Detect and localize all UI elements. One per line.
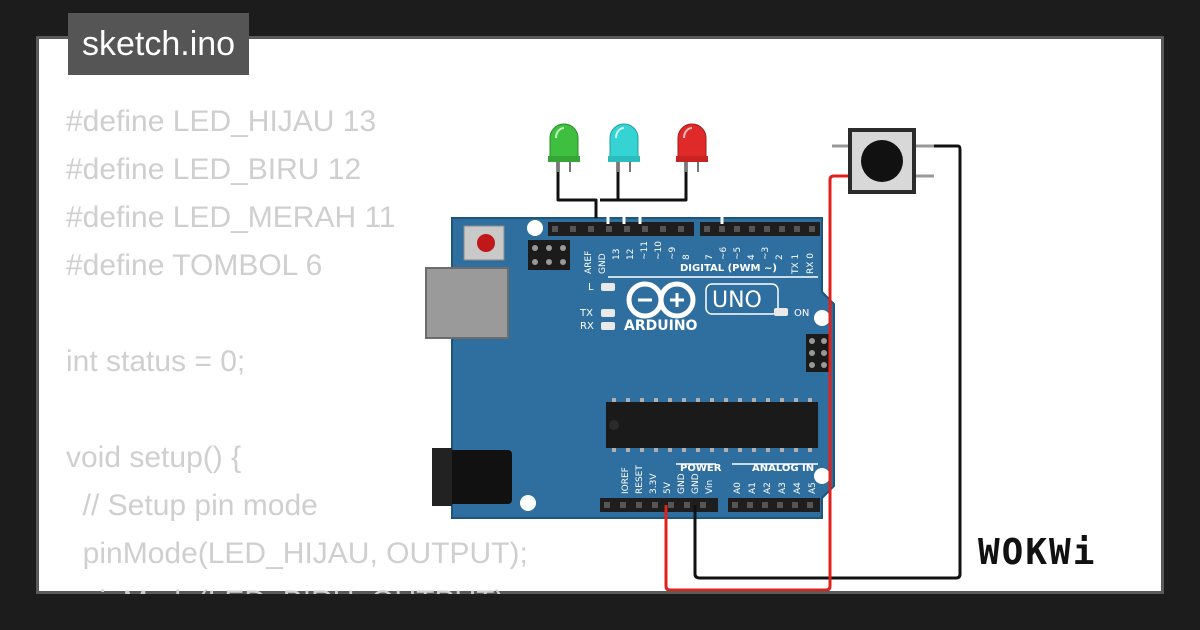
pin-label: IOREF: [621, 467, 631, 494]
led-red[interactable]: [676, 123, 708, 172]
code-editor[interactable]: #define LED_HIJAU 13 #define LED_BIRU 12…: [66, 98, 528, 594]
digital-header-left[interactable]: [548, 222, 694, 236]
pin-label: 2: [775, 254, 785, 260]
led-blue[interactable]: [608, 123, 640, 172]
push-button-cap[interactable]: [861, 140, 903, 182]
mounting-hole: [814, 310, 830, 326]
pin-label: ~5: [733, 247, 743, 260]
pin-label: A3: [778, 482, 788, 494]
code-line: int status = 0;: [66, 345, 246, 378]
atmega-chip: [606, 398, 818, 452]
pin-label: A4: [793, 482, 803, 494]
pin-label: ~10: [654, 241, 664, 260]
file-tab-label[interactable]: sketch.ino: [68, 13, 250, 75]
arduino-brand-text: ARDUINO: [624, 318, 698, 334]
pin-label: 12: [626, 249, 636, 260]
push-button[interactable]: [832, 128, 934, 194]
led-signal-wires: [606, 210, 724, 224]
arduino-logo: [626, 281, 696, 319]
led-rx-label: RX: [580, 321, 594, 332]
led-on-label: ON: [794, 308, 809, 319]
pin-label: ~6: [719, 246, 729, 260]
code-line: #define LED_MERAH 11: [66, 201, 396, 234]
led-wiring[interactable]: [556, 158, 688, 218]
pin-label: GND: [691, 473, 701, 494]
pin-label: A0: [733, 482, 743, 494]
pin-label: AREF: [584, 251, 594, 274]
code-line: #define TOMBOL 6: [66, 249, 323, 282]
wire-black-gnd[interactable]: [693, 144, 962, 580]
uno-model-text: UNO: [712, 288, 762, 313]
pin-label: 3.3V: [649, 473, 659, 494]
led-rx-indicator: [601, 322, 615, 330]
pin-label: GND: [677, 473, 687, 494]
code-line: // Setup pin mode: [66, 489, 318, 522]
pin-label: ~11: [640, 241, 650, 260]
pin-label: A1: [748, 482, 758, 494]
pin-label: RX 0: [806, 253, 816, 274]
pin-label: 5V: [663, 481, 673, 494]
mounting-hole: [814, 468, 830, 484]
digital-header-right[interactable]: [700, 222, 820, 236]
pin-label: TX 1: [791, 254, 801, 275]
power-jack: [434, 450, 512, 504]
reset-button-icon: [477, 234, 495, 252]
code-line: pinMode(LED_HIJAU, OUTPUT);: [66, 537, 528, 570]
analog-label: ANALOG IN: [752, 463, 814, 474]
power-header[interactable]: [600, 498, 718, 512]
led-on-indicator: [774, 308, 788, 316]
mounting-hole: [520, 495, 536, 511]
code-line: void setup() {: [66, 441, 242, 474]
analog-header[interactable]: [728, 498, 820, 512]
pin-label: Vin: [705, 480, 715, 494]
pin-label: 7: [705, 254, 715, 260]
arduino-uno-board[interactable]: AREF GND 13 12 ~11 ~10 ~9 8 7 ~6 ~5 4 ~3…: [425, 217, 835, 519]
mounting-hole: [527, 220, 543, 236]
led-green[interactable]: [548, 123, 580, 172]
led-l-label: L: [588, 282, 594, 293]
pin-label: ~3: [761, 247, 771, 260]
led-tx-indicator: [601, 309, 615, 317]
power-label: POWER: [680, 463, 722, 474]
digital-header-label: DIGITAL (PWM ~): [680, 263, 777, 274]
led-tx-label: TX: [579, 308, 593, 319]
usb-connector: [425, 267, 509, 339]
wokwi-logo-text: WOKWi: [978, 532, 1096, 572]
code-viewport: #define LED_HIJAU 13 #define LED_BIRU 12…: [36, 36, 1164, 594]
pin-label: ~9: [668, 246, 678, 260]
led-l-indicator: [601, 283, 615, 291]
uno-badge: [705, 283, 779, 315]
pin-label: 4: [747, 254, 757, 260]
wire-red-5v[interactable]: [664, 174, 848, 591]
pin-label: RESET: [635, 465, 645, 494]
pin-label: 13: [612, 249, 622, 260]
pin-label: A5: [808, 482, 818, 494]
icsp-header-right: [806, 334, 830, 372]
code-line: #define LED_BIRU 12: [66, 153, 362, 186]
code-line: #define LED_HIJAU 13: [66, 105, 377, 138]
pin-label: A2: [763, 482, 773, 494]
pin-label: 8: [682, 254, 692, 260]
code-line: pinMode(LED_BIRU, OUTPUT);: [66, 578, 528, 594]
icsp-header: [528, 240, 570, 270]
wokwi-logo[interactable]: WOKWi: [976, 528, 1146, 572]
pin-label: GND: [598, 253, 608, 274]
